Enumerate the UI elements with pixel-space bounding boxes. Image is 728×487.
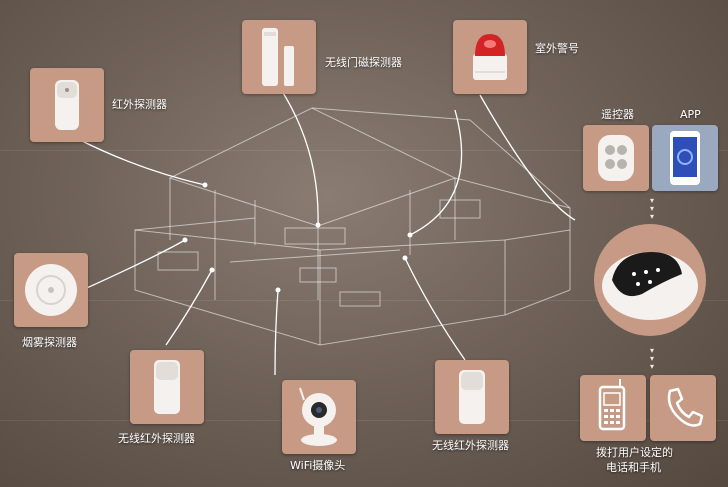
connector-lines — [59, 87, 576, 376]
wireless-ir-left-tile — [130, 350, 204, 424]
smoke-detector-tile — [14, 253, 88, 327]
dial-label-line1: 拨打用户设定的 — [596, 446, 673, 459]
floor-grid-line — [0, 420, 728, 421]
ir-detector-tile — [30, 68, 104, 142]
motion-sensor-icon — [459, 370, 485, 424]
mobile-phone-icon — [598, 379, 626, 431]
alarm-hub-icon — [594, 224, 706, 336]
door-sensor-tile — [242, 20, 316, 94]
outdoor-siren-label: 室外警号 — [535, 42, 579, 55]
motion-sensor-icon — [55, 80, 79, 130]
wifi-camera-tile — [282, 380, 356, 454]
floor-grid-line — [0, 300, 728, 301]
app-tile — [652, 125, 718, 191]
wireless-ir-right-tile — [435, 360, 509, 434]
camera-icon — [299, 387, 337, 446]
door-contact-sensor-icon — [262, 28, 294, 86]
telephone-icon — [667, 387, 704, 427]
telephone-tile — [650, 375, 716, 441]
smoke-detector-label: 烟雾探测器 — [22, 336, 77, 349]
remote-label: 遥控器 — [601, 108, 634, 121]
siren-icon — [473, 34, 507, 80]
arrow-down-icon: ▾▾▾ — [650, 346, 656, 371]
wifi-camera-label: WiFi摄像头 — [290, 459, 346, 472]
smartphone-app-icon — [670, 131, 700, 185]
wireless-ir-right-label: 无线红外探测器 — [432, 439, 509, 452]
arrow-down-icon: ▾▾▾ — [650, 196, 656, 221]
motion-sensor-icon — [154, 360, 180, 414]
smoke-detector-icon — [25, 264, 77, 316]
remote-control-icon — [598, 135, 634, 181]
app-label: APP — [680, 108, 701, 121]
floor-grid-line — [0, 150, 728, 151]
door-sensor-label: 无线门磁探测器 — [325, 56, 402, 69]
dial-label-line2: 电话和手机 — [606, 461, 661, 474]
ir-detector-label: 红外探测器 — [112, 98, 167, 111]
outdoor-siren-tile — [453, 20, 527, 94]
mobile-phone-tile — [580, 375, 646, 441]
remote-tile — [583, 125, 649, 191]
wireless-ir-left-label: 无线红外探测器 — [118, 432, 195, 445]
